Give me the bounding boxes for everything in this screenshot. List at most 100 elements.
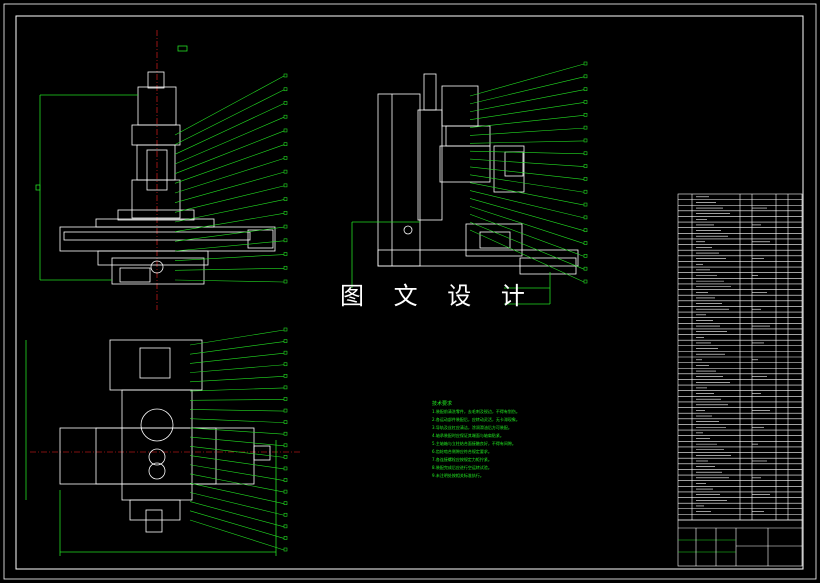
part-balloon xyxy=(283,73,288,78)
leader-line xyxy=(469,174,585,193)
leader-line xyxy=(469,158,585,167)
leader-line xyxy=(189,387,285,392)
part-balloon xyxy=(583,138,588,143)
leader-line xyxy=(469,102,585,120)
leader-line xyxy=(189,482,285,504)
part-balloon xyxy=(583,125,588,130)
leader-line xyxy=(189,409,285,412)
inner-border xyxy=(15,15,804,570)
part-balloon xyxy=(283,443,288,448)
side-spindle-head xyxy=(439,145,491,183)
top-worktable xyxy=(59,427,255,485)
leader-line xyxy=(189,446,285,458)
leader-line xyxy=(174,158,285,194)
title-block xyxy=(677,519,803,567)
leader-line xyxy=(469,190,585,219)
leader-line xyxy=(189,399,285,401)
leader-line xyxy=(469,140,585,144)
part-balloon xyxy=(283,547,288,552)
part-balloon xyxy=(283,279,288,284)
part-balloon xyxy=(283,114,288,119)
part-balloon xyxy=(283,408,288,413)
notes-line: 6.齿轮啮合侧隙应符合规定要求。 xyxy=(432,449,492,454)
leader-line xyxy=(189,501,285,528)
part-balloon xyxy=(583,112,588,117)
part-balloon xyxy=(283,512,288,517)
part-balloon xyxy=(583,177,588,181)
front-view-leaders xyxy=(174,73,288,284)
part-balloon xyxy=(583,279,588,284)
notes-title: 技术要求 xyxy=(432,401,453,407)
leader-line xyxy=(469,127,585,136)
leader-line xyxy=(469,182,585,206)
part-balloon xyxy=(583,61,588,66)
leader-line xyxy=(174,226,285,242)
leader-line xyxy=(174,213,285,232)
part-balloon xyxy=(583,228,588,233)
base-saddle xyxy=(111,257,205,285)
leader-line xyxy=(469,206,585,244)
leader-line xyxy=(469,76,585,105)
leader-line xyxy=(469,63,585,97)
leader-line xyxy=(174,279,285,283)
part-balloon xyxy=(283,169,288,174)
part-balloon xyxy=(283,524,288,529)
worktable xyxy=(59,226,276,252)
part-balloon xyxy=(283,87,288,92)
part-balloon xyxy=(583,254,588,258)
leader-line xyxy=(174,254,285,261)
part-balloon xyxy=(283,327,288,332)
part-balloon xyxy=(283,211,288,215)
leader-line xyxy=(174,199,285,223)
leader-line xyxy=(174,116,285,165)
part-balloon xyxy=(283,128,288,133)
leader-line xyxy=(189,519,285,551)
part-balloon xyxy=(283,420,288,424)
leader-line xyxy=(174,130,285,174)
part-balloon xyxy=(583,74,588,79)
part-balloon xyxy=(283,339,288,343)
part-balloon xyxy=(283,362,288,367)
part-balloon xyxy=(583,215,588,220)
side-view-leaders xyxy=(469,61,588,284)
part-balloon xyxy=(283,197,288,201)
part-balloon xyxy=(283,252,288,256)
watermark-text: 图 文 设 计 xyxy=(340,282,536,310)
leader-line xyxy=(469,229,585,283)
notes-line: 7.各连接螺栓应按规定力矩拧紧。 xyxy=(432,457,492,462)
part-balloon xyxy=(283,350,288,355)
part-balloon xyxy=(583,100,588,104)
top-spindle-circle xyxy=(140,408,174,442)
parts-list-table xyxy=(677,193,803,521)
notes-line: 5.主轴箱与立柱结合面接触良好，不得有间隙。 xyxy=(432,441,516,446)
part-balloon xyxy=(583,151,588,156)
leader-line xyxy=(174,103,285,155)
leader-line xyxy=(189,352,285,364)
notes-line: 4.轴承装配时应保证其端面与轴肩贴紧。 xyxy=(432,433,504,438)
leader-line xyxy=(189,510,285,539)
leader-line xyxy=(469,89,585,113)
leader-line xyxy=(174,144,285,184)
leader-line xyxy=(174,171,285,203)
leader-line xyxy=(469,166,585,180)
leader-line xyxy=(174,267,285,271)
part-balloon xyxy=(283,142,288,146)
leader-line xyxy=(189,341,285,355)
leader-line xyxy=(189,436,285,447)
leader-line xyxy=(189,473,285,493)
part-balloon xyxy=(283,478,288,482)
leader-line xyxy=(174,185,285,213)
side-motor xyxy=(441,85,479,127)
part-balloon xyxy=(583,87,588,91)
part-balloon xyxy=(283,489,288,494)
part-balloon xyxy=(283,224,288,229)
leader-line xyxy=(174,75,285,136)
leader-line xyxy=(469,198,585,231)
outer-border xyxy=(3,3,817,580)
leader-line xyxy=(469,150,585,155)
leader-line xyxy=(189,492,285,516)
motor-cap xyxy=(147,71,165,89)
part-balloon xyxy=(283,455,288,459)
